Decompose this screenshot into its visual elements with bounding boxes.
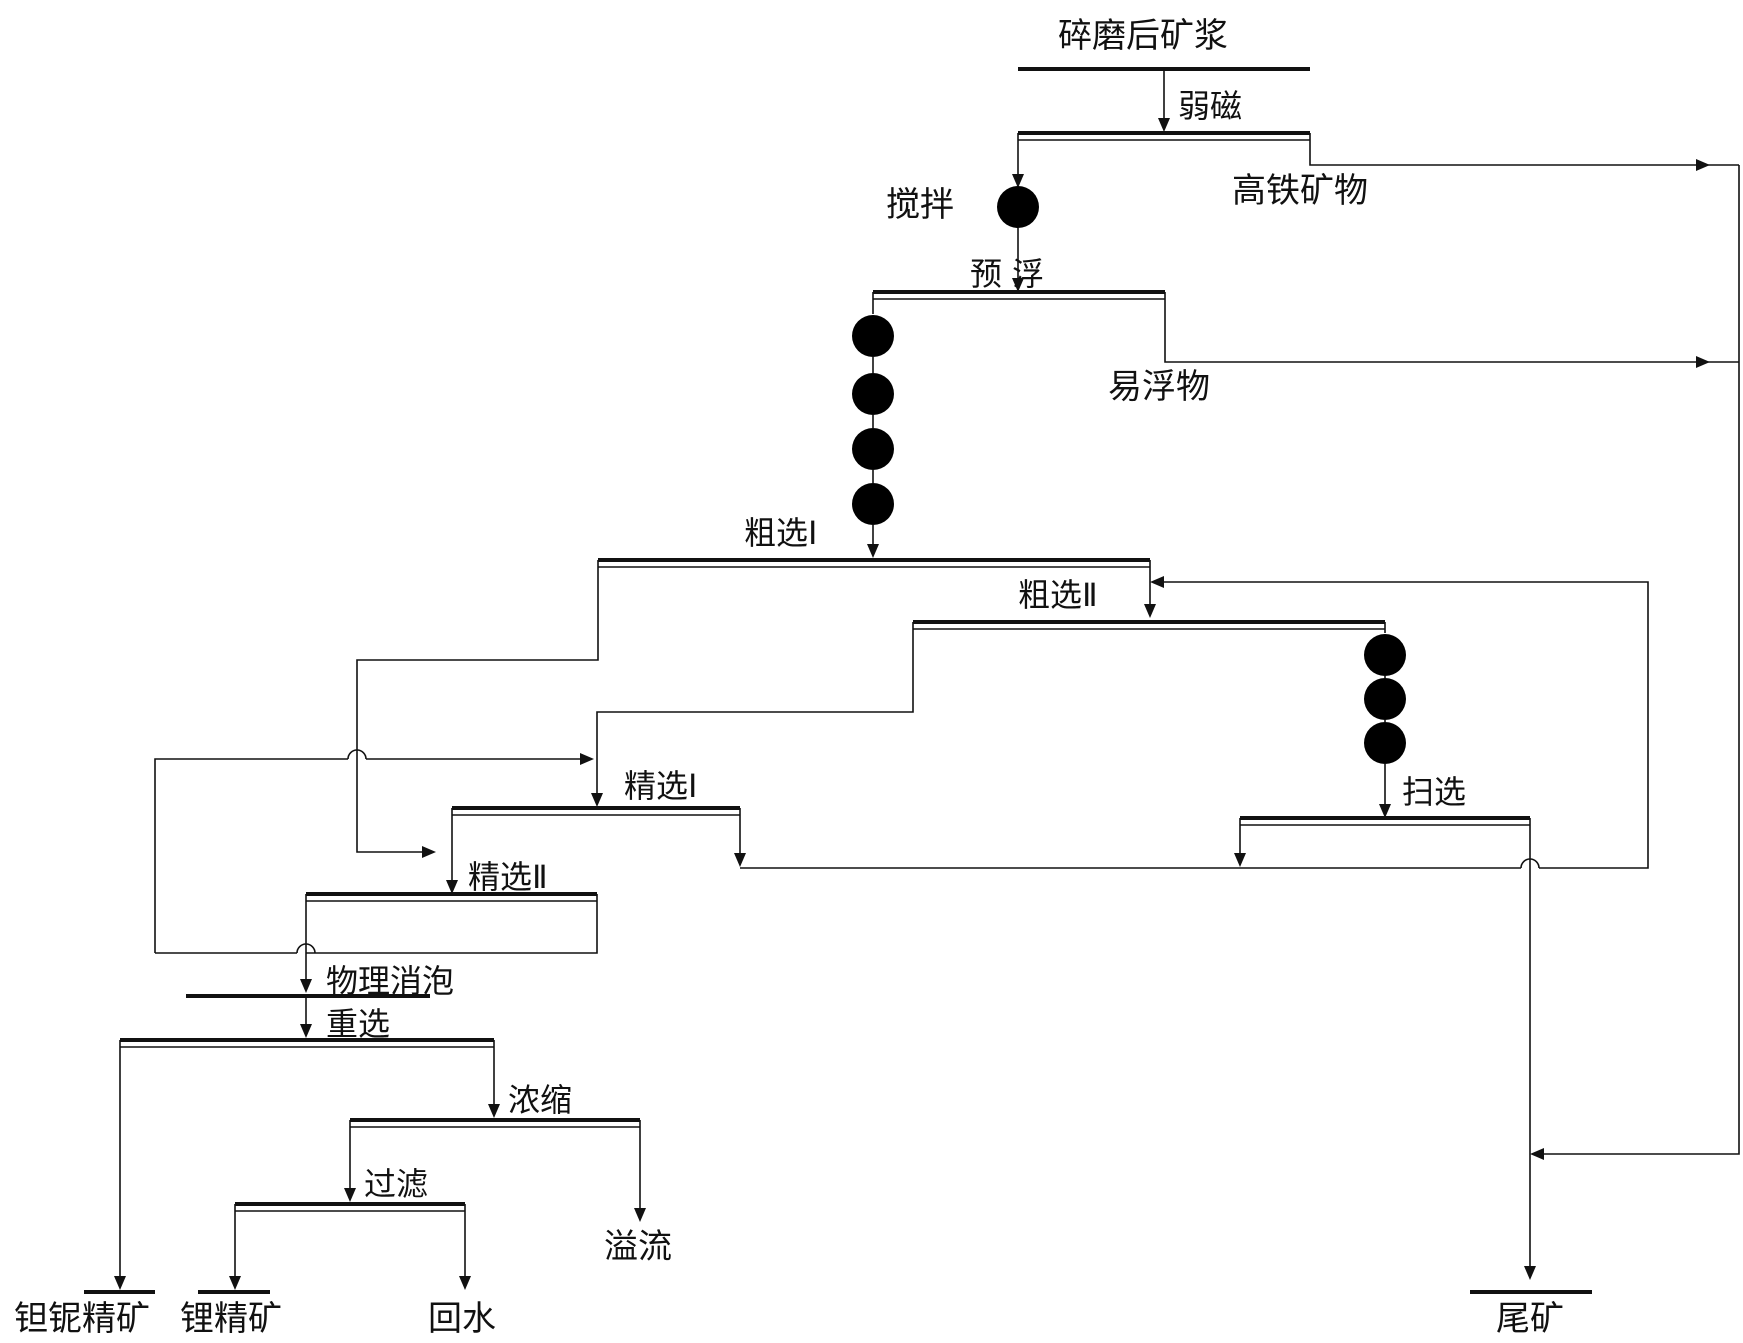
defoam-to-gravity-arrow [300, 1024, 312, 1038]
filtering-bar [229, 1202, 471, 1290]
scavenger-bar [1234, 816, 1536, 1280]
rougher-2-bar [591, 620, 1386, 807]
middlings-return-line [740, 576, 1649, 869]
tailings-label: 尾矿 [1496, 1299, 1564, 1339]
magnetic-label: 弱磁 [1178, 87, 1242, 125]
conditioning-mixer-3 [852, 428, 894, 470]
high-iron-label: 高铁矿物 [1232, 171, 1368, 211]
gravity-label: 重选 [326, 1005, 390, 1043]
easy-float-label: 易浮物 [1108, 367, 1210, 407]
prefloat-label: 预 浮 [970, 255, 1044, 293]
scavenger-label: 扫选 [1402, 773, 1466, 811]
cleaner-1-bar [446, 806, 746, 894]
feed-node [1018, 67, 1310, 132]
stir-to-prefloat-arrow [1012, 278, 1024, 292]
thickening-bar [344, 1118, 646, 1222]
scavenger-mixer-3 [1364, 722, 1406, 764]
conditioning-mixer-2 [852, 373, 894, 415]
conditioning-mixer-4 [852, 483, 894, 525]
rougher2-label: 粗选Ⅱ [1018, 576, 1098, 614]
cleaner1-label: 精选Ⅰ [624, 767, 697, 805]
return-water-label: 回水 [428, 1299, 496, 1339]
filter-label: 过滤 [364, 1165, 428, 1203]
stirrer-mixer [997, 186, 1039, 228]
right-collector-line [1530, 164, 1740, 1160]
thicken-label: 浓缩 [508, 1081, 572, 1119]
li-concentrate-label: 锂精矿 [180, 1299, 282, 1339]
cleaner2-label: 精选Ⅱ [468, 858, 548, 896]
cleaner-2-bar [154, 749, 598, 993]
ta-nb-concentrate-label: 钽铌精矿 [14, 1299, 150, 1339]
mixer-to-scavenger-arrow [1379, 804, 1391, 818]
magnetic-separator [1012, 131, 1710, 188]
mixer-to-rougher1-arrow [867, 544, 879, 558]
scavenger-mixer-1 [1364, 634, 1406, 676]
gravity-bar [114, 1038, 500, 1290]
pre-flotation-bar [873, 290, 1710, 368]
conditioning-mixer-1 [852, 315, 894, 357]
overflow-label: 溢流 [604, 1227, 672, 1267]
feed-label: 碎磨后矿浆 [1058, 16, 1228, 56]
scavenger-mixer-2 [1364, 678, 1406, 720]
rougher1-label: 粗选Ⅰ [744, 514, 817, 552]
stir-label: 搅拌 [886, 185, 954, 225]
defoam-label: 物理消泡 [326, 962, 454, 1000]
rougher-1-bar [356, 558, 1156, 858]
